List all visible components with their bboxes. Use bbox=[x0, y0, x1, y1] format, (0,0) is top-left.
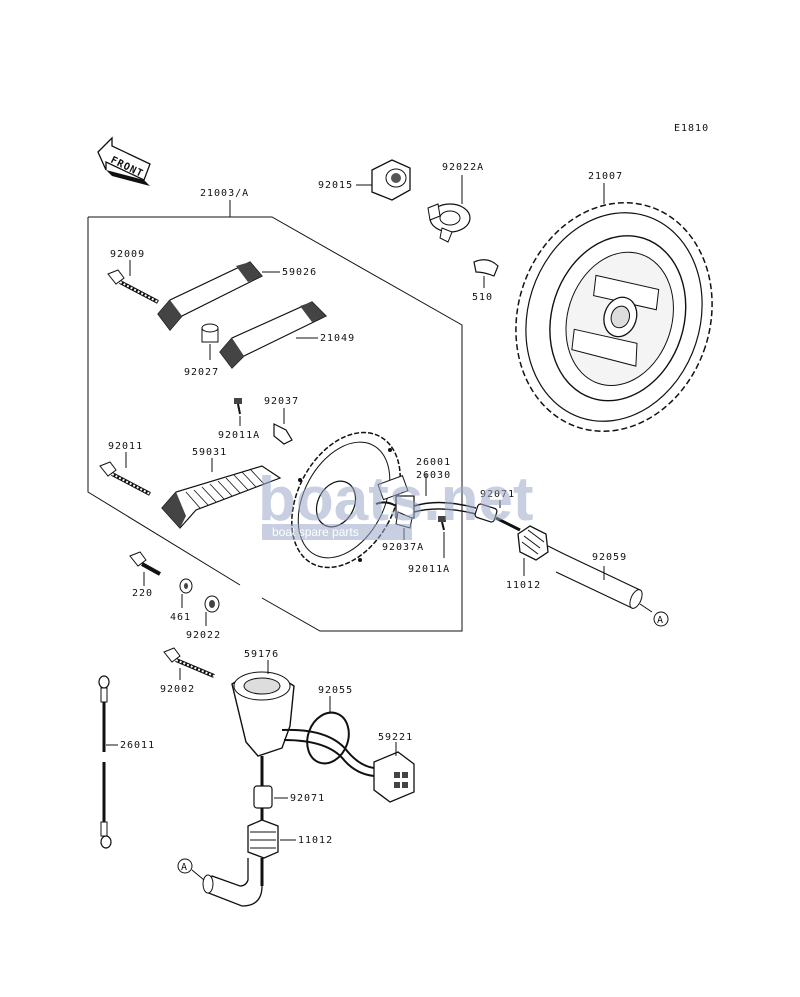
label-59221: 59221 bbox=[378, 732, 413, 743]
tube-elbow-icon bbox=[202, 858, 264, 907]
cover-59176-icon bbox=[231, 671, 375, 786]
label-26011: 26011 bbox=[120, 740, 155, 751]
label-92011: 92011 bbox=[108, 441, 143, 452]
assembly-bracket bbox=[87, 200, 463, 632]
label-92011a-bottom: 92011A bbox=[408, 564, 450, 575]
grommet-92071-top-icon bbox=[474, 503, 521, 532]
svg-text:A: A bbox=[181, 862, 188, 873]
pickup-coil-21049-icon bbox=[219, 301, 328, 369]
label-92002: 92002 bbox=[160, 684, 195, 695]
label-21003a: 21003/A bbox=[200, 188, 249, 199]
screw-92011a-top-icon bbox=[234, 398, 242, 415]
ground-lead-26011-icon bbox=[98, 675, 112, 849]
watermark: boats.net boat spare parts bbox=[258, 465, 534, 540]
bolt-220-icon bbox=[129, 551, 161, 576]
label-92037: 92037 bbox=[264, 396, 299, 407]
connector-59221-icon bbox=[373, 751, 415, 803]
label-92011a-top: 92011A bbox=[218, 430, 260, 441]
screw-92011a-bottom-icon bbox=[438, 516, 446, 531]
diagram-code: E1810 bbox=[674, 123, 709, 134]
woodruff-key-510-icon bbox=[473, 259, 499, 277]
nut-11012-top-icon bbox=[517, 525, 549, 561]
label-92059: 92059 bbox=[592, 552, 627, 563]
stator-coil-59031-icon bbox=[161, 465, 282, 529]
label-26030: 26030 bbox=[416, 470, 451, 481]
label-220: 220 bbox=[132, 588, 153, 599]
pickup-coil-59026-icon bbox=[157, 261, 263, 331]
grommet-92071-bottom-icon bbox=[253, 785, 273, 822]
tube-92059-icon bbox=[547, 545, 653, 613]
nut-11012-bottom-icon bbox=[247, 819, 279, 859]
clamp-92037-icon bbox=[273, 423, 293, 445]
callout-a-top: A bbox=[653, 611, 669, 627]
watermark-brand: boats.net bbox=[258, 465, 534, 534]
label-92027: 92027 bbox=[184, 367, 219, 378]
label-92015: 92015 bbox=[318, 180, 353, 191]
label-510: 510 bbox=[472, 292, 493, 303]
washer-461-icon bbox=[179, 578, 193, 594]
label-59176: 59176 bbox=[244, 649, 279, 660]
o-ring-92055-icon bbox=[306, 711, 350, 765]
svg-text:A: A bbox=[657, 615, 664, 626]
label-26001: 26001 bbox=[416, 457, 451, 468]
flywheel-21007-icon bbox=[515, 202, 713, 432]
bolt-92011-icon bbox=[99, 461, 151, 496]
label-11012-bottom: 11012 bbox=[298, 835, 333, 846]
label-59026: 59026 bbox=[282, 267, 317, 278]
label-21049: 21049 bbox=[320, 333, 355, 344]
label-21007: 21007 bbox=[588, 171, 623, 182]
label-92022: 92022 bbox=[186, 630, 221, 641]
label-92055: 92055 bbox=[318, 685, 353, 696]
nut-92015-icon bbox=[371, 159, 411, 201]
label-92071-top: 92071 bbox=[480, 489, 515, 500]
label-92022a: 92022A bbox=[442, 162, 484, 173]
front-arrow-icon: FRONT bbox=[97, 136, 151, 186]
collar-92027-icon bbox=[201, 323, 219, 343]
bolt-92002-icon bbox=[163, 647, 215, 678]
watermark-tagline: boat spare parts bbox=[272, 525, 359, 539]
lockwasher-92022a-icon bbox=[427, 203, 471, 243]
washer-92022-icon bbox=[204, 595, 220, 613]
label-461: 461 bbox=[170, 612, 191, 623]
label-92037a: 92037A bbox=[382, 542, 424, 553]
label-11012-top: 11012 bbox=[506, 580, 541, 591]
bolt-92009-icon bbox=[107, 269, 159, 304]
label-92009: 92009 bbox=[110, 249, 145, 260]
callout-a-bottom: A bbox=[177, 858, 193, 874]
harness-grommet-26001-icon bbox=[375, 495, 477, 519]
label-59031: 59031 bbox=[192, 447, 227, 458]
label-92071-bottom: 92071 bbox=[290, 793, 325, 804]
